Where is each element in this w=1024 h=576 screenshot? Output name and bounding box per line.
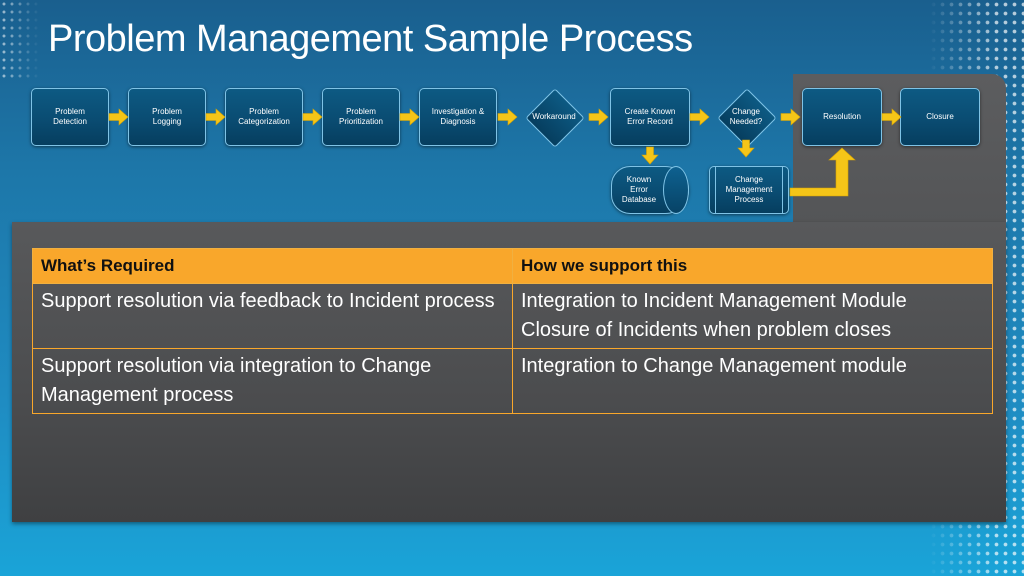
flow-arrows — [108, 108, 902, 197]
table-row: Support resolution via integration to Ch… — [32, 348, 993, 414]
node-label: Change Needed? — [729, 107, 763, 126]
node-label: Problem Logging — [152, 107, 182, 126]
arrow-right-icon — [205, 108, 226, 126]
arrow-down-icon — [641, 146, 659, 165]
arrow-right-icon — [302, 108, 323, 126]
node-label: Change Management Process — [725, 175, 773, 204]
arrow-right-icon — [399, 108, 420, 126]
node-workaround: Workaround — [521, 84, 587, 150]
arrow-right-icon — [689, 108, 710, 126]
process-flow: Problem Detection Problem Logging Proble… — [0, 0, 1024, 230]
database-cylinder-end-icon — [663, 166, 689, 214]
process-side-bar-left — [715, 167, 716, 213]
node-investigation-diagnosis: Investigation & Diagnosis — [419, 88, 497, 146]
dot-pattern-left — [0, 0, 40, 80]
node-label: Problem Categorization — [238, 107, 290, 126]
arrow-right-icon — [497, 108, 518, 126]
arrow-right-icon — [881, 108, 902, 126]
node-label: Known Error Database — [621, 175, 657, 204]
node-label: Investigation & Diagnosis — [431, 107, 485, 126]
node-resolution: Resolution — [802, 88, 882, 146]
node-change-management-process: Change Management Process — [709, 166, 789, 214]
node-change-needed: Change Needed? — [713, 84, 779, 150]
node-problem-detection: Problem Detection — [31, 88, 109, 146]
arrow-right-icon — [108, 108, 129, 126]
process-side-bar-right — [782, 167, 783, 213]
table-row: Support resolution via feedback to Incid… — [32, 283, 993, 349]
node-label: Create Known Error Record — [624, 107, 676, 126]
node-label: Problem Detection — [53, 107, 87, 126]
arrow-up-elbow-icon — [789, 147, 856, 197]
table-cell: Support resolution via integration to Ch… — [32, 348, 513, 414]
requirements-table: What’s Required How we support this Supp… — [32, 248, 993, 414]
node-problem-prioritization: Problem Prioritization — [322, 88, 400, 146]
table-header-row: What’s Required How we support this — [32, 248, 993, 284]
table-cell: Integration to Incident Management Modul… — [512, 283, 993, 349]
arrow-right-icon — [588, 108, 609, 126]
arrow-right-icon — [780, 108, 801, 126]
table-cell: Support resolution via feedback to Incid… — [32, 283, 513, 349]
table-cell: Integration to Change Management module — [512, 348, 993, 414]
node-label: Closure — [926, 112, 954, 121]
node-label: Problem Prioritization — [338, 107, 383, 126]
node-create-known-error-record: Create Known Error Record — [610, 88, 690, 146]
slide-title: Problem Management Sample Process — [48, 18, 693, 60]
node-label: Workaround — [532, 112, 576, 121]
column-header-whats-required: What’s Required — [32, 248, 513, 284]
column-header-how-we-support: How we support this — [512, 248, 993, 284]
node-problem-logging: Problem Logging — [128, 88, 206, 146]
node-label: Resolution — [823, 112, 861, 121]
node-closure: Closure — [900, 88, 980, 146]
node-problem-categorization: Problem Categorization — [225, 88, 303, 146]
arrow-down-icon — [737, 139, 755, 158]
